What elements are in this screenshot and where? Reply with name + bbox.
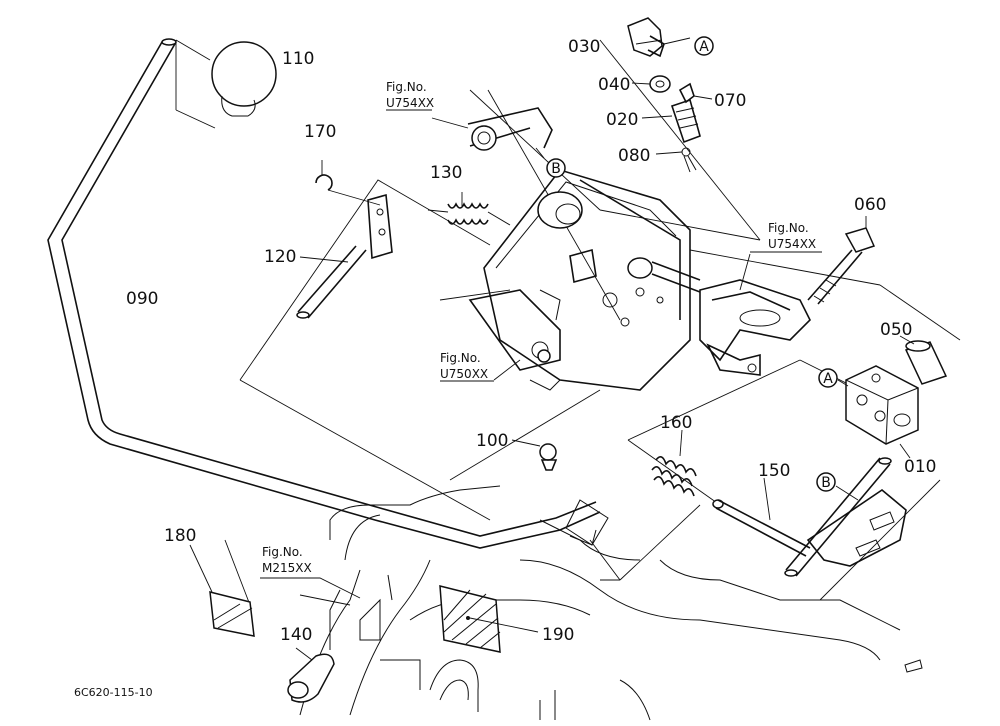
label-180: 180 [164,526,196,546]
fig-ref-right-line2: U754XX [768,237,816,251]
fig-ref-mid-line2: U750XX [440,367,488,381]
label-140: 140 [280,625,312,645]
label-050: 050 [880,320,912,340]
fig-ref-top-line2: U754XX [386,96,434,110]
center-bracket-assembly [468,169,701,391]
label-110: 110 [282,49,314,69]
part-060-bolt [807,216,876,305]
callout-b-right: B [816,472,859,501]
part-110-knob [175,39,277,129]
fig-ref-right: Fig.No. U754XX [750,221,822,253]
label-100: 100 [476,431,508,451]
part-080-split-pin [655,147,697,173]
label-070: 070 [714,91,746,111]
part-090-rod [47,38,609,549]
callout-a-top-label: A [699,39,709,55]
label-010: 010 [904,457,936,477]
label-150: 150 [758,461,790,481]
label-060: 060 [854,195,886,215]
part-number-labels: 110 170 130 120 090 100 160 150 180 140 … [126,37,936,645]
part-150-shaft [712,457,907,577]
part-100-fitting [511,439,558,471]
chassis-outline [299,485,923,721]
callout-a-right-label: A [823,371,833,387]
bottom-fig-leader [260,577,361,599]
part-030-fitting [627,17,691,58]
callout-a-right: A [818,368,849,388]
label-030: 030 [568,37,600,57]
fig-ref-top: Fig.No. U754XX [386,80,434,111]
part-120-lever [296,193,393,319]
top-bracket [431,107,553,151]
label-020: 020 [606,110,638,130]
callout-b-right-label: B [821,475,831,491]
assembly-guide-lines [224,39,961,606]
part-070-pin [678,82,713,104]
document-code: 6C620-115-10 [74,686,153,699]
part-010-block [845,365,919,459]
part-020-bolt [641,98,701,144]
part-160-spring [651,429,697,497]
fig-ref-bottom: Fig.No. M215XX [262,545,312,575]
label-040: 040 [598,75,630,95]
label-160: 160 [660,413,692,433]
fig-ref-mid-line1: Fig.No. [440,351,481,365]
label-080: 080 [618,146,650,166]
fig-ref-top-line1: Fig.No. [386,80,427,94]
right-bracket [699,253,811,376]
part-130-spring [427,192,511,226]
part-140-grip [287,647,335,703]
part-050-bushing [899,335,948,385]
fig-ref-bottom-line1: Fig.No. [262,545,303,559]
label-120: 120 [264,247,296,267]
label-190: 190 [542,625,574,645]
label-130: 130 [430,163,462,183]
callout-b-top: B [535,147,566,178]
fig-ref-bottom-line2: M215XX [262,561,312,575]
label-170: 170 [304,122,336,142]
fig-ref-mid: Fig.No. U750XX [440,351,494,382]
callout-b-top-label: B [551,161,561,177]
part-040-washer [631,75,671,93]
callout-a-top: A [694,36,714,56]
part-190-plate [439,585,539,653]
part-170-circlip [315,160,381,206]
fig-ref-right-line1: Fig.No. [768,221,809,235]
label-090: 090 [126,289,158,309]
part-180-plate [189,544,255,637]
